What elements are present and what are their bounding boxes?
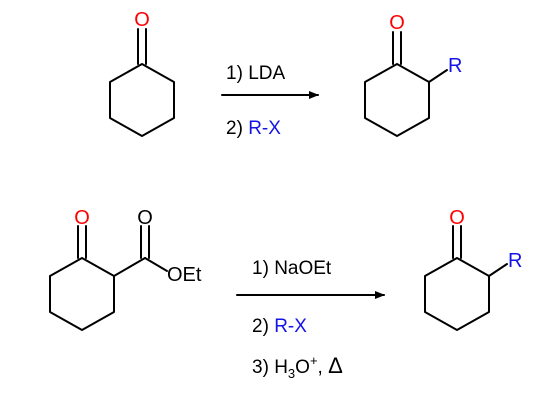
ester-carbon-bond <box>113 257 146 277</box>
cyclohexane-ring <box>364 63 430 137</box>
cyclohexane-ring <box>109 63 175 137</box>
reaction2-step2: 2) R-X <box>252 316 307 337</box>
reaction2-step1: 1) NaOEt <box>252 258 332 279</box>
oxygen-atom-label: O <box>389 12 405 34</box>
reaction2-step3: 3) H3O+, Δ <box>252 353 343 381</box>
r-group-label: R <box>448 55 462 77</box>
r-group-bond <box>428 69 448 83</box>
oxygen-atom-label: O <box>74 207 90 229</box>
r-group-label: R <box>508 250 522 272</box>
alkylcyclohexanone-product-2: O R <box>424 207 522 331</box>
cyclohexane-ring <box>424 257 490 331</box>
reaction1-step2: 2) R-X <box>226 118 281 139</box>
cyclohexanone-reactant: O <box>109 9 175 137</box>
oxygen-atom-label: O <box>449 207 465 229</box>
ethoxy-label: OEt <box>167 264 202 286</box>
oxygen-atom-label: O <box>134 9 150 31</box>
cyclohexane-ring <box>49 257 115 331</box>
ketoester-reactant: O O OEt <box>49 207 202 331</box>
ester-alkoxy-bond <box>144 257 168 272</box>
reaction1-step1: 1) LDA <box>226 63 285 84</box>
alkylcyclohexanone-product-1: O R <box>364 12 462 137</box>
ester-oxygen-label: O <box>137 207 153 229</box>
r-group-bond <box>488 263 508 277</box>
